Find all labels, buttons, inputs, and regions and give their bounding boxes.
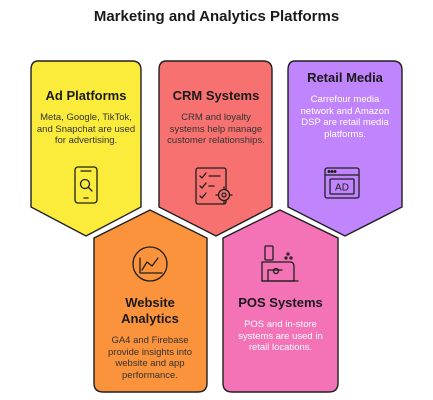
cash-register-icon [261,245,299,282]
card-title: CRM Systems [172,88,260,103]
card-ad-platforms: Ad Platforms Meta, Google, TikTok, and S… [36,88,136,147]
card-ad-platforms-shape [30,60,142,237]
card-description: Meta, Google, TikTok, and Snapchat are u… [36,112,136,146]
smartphone-search-icon [74,166,98,204]
card-crm-systems: CRM Systems CRM and loyalty systems help… [166,88,266,147]
page-title: Marketing and Analytics Platforms [93,8,340,25]
card-title: POS Systems [238,295,323,310]
card-title: Ad Platforms [45,88,127,103]
line-chart-icon [132,246,168,282]
card-website-analytics: Website Analytics GA4 and Firebase provi… [100,295,200,381]
card-website-analytics-shape [93,209,208,393]
ad-icon-label: AD [335,183,349,194]
card-pos-systems: POS Systems POS and in-store systems are… [230,295,331,354]
card-retail-media: Retail Media Carrefour media network and… [295,70,395,140]
checklist-gear-icon [195,167,233,205]
card-description: GA4 and Firebase provide insights into w… [108,335,192,381]
card-title: Website Analytics [121,295,179,326]
card-retail-media-shape [287,60,403,237]
card-pos-systems-shape [222,209,339,393]
card-description: Carrefour media network and Amazon DSP a… [300,94,390,140]
card-crm-systems-shape [158,60,273,237]
ad-window-icon: AD [324,167,360,199]
card-description: CRM and loyalty systems help manage cust… [167,112,265,146]
card-description: POS and in-store systems are used in ret… [238,319,323,353]
card-title: Retail Media [307,70,383,85]
